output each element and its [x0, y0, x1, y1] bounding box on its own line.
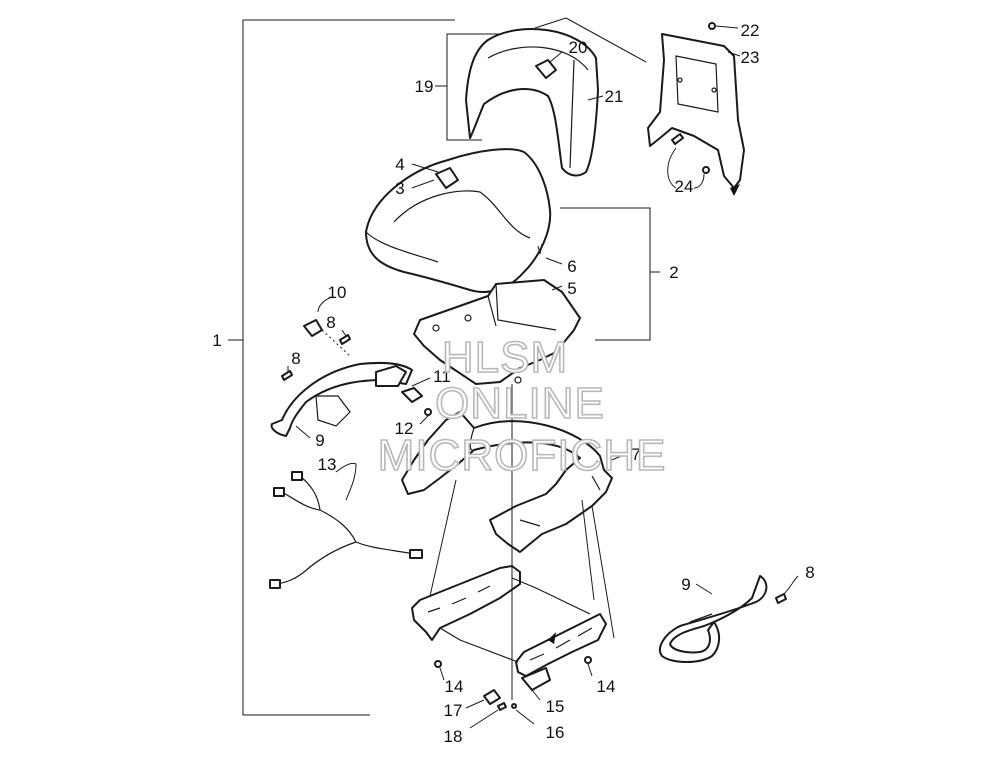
- label-part-10[interactable]: 10: [328, 283, 347, 302]
- emblem-20: [535, 51, 563, 79]
- part-labels: 1 2 3 4 5 6 7 8 8 8 9 9 10 11 12 13 14 1…: [212, 21, 814, 746]
- label-part-5[interactable]: 5: [567, 279, 576, 298]
- slide-rail-assembly: [411, 479, 615, 677]
- screw-8-right: [775, 575, 799, 604]
- label-part-9-left[interactable]: 9: [315, 431, 324, 450]
- label-part-22[interactable]: 22: [741, 21, 760, 40]
- label-part-13[interactable]: 13: [318, 455, 337, 474]
- screw-18: [469, 702, 507, 729]
- label-part-6[interactable]: 6: [567, 257, 576, 276]
- label-part-23[interactable]: 23: [741, 48, 760, 67]
- screw-24: [667, 133, 710, 189]
- seat-frame: [401, 411, 631, 553]
- label-part-2[interactable]: 2: [669, 263, 678, 282]
- wiring-harness: [269, 462, 423, 589]
- label-part-14-left[interactable]: 14: [445, 677, 464, 696]
- label-part-11[interactable]: 11: [433, 367, 451, 386]
- label-part-1[interactable]: 1: [212, 331, 221, 350]
- label-part-18[interactable]: 18: [444, 727, 463, 746]
- watermark-line-1: HLSM: [442, 333, 568, 382]
- label-part-19[interactable]: 19: [415, 77, 434, 96]
- label-part-16[interactable]: 16: [546, 723, 565, 742]
- bracket-assembly-1: [228, 19, 455, 716]
- backrest-bracket: [534, 17, 745, 196]
- backrest-cover: [465, 28, 604, 177]
- label-part-7[interactable]: 7: [631, 445, 640, 464]
- seat-base: [413, 279, 581, 385]
- label-part-20[interactable]: 20: [569, 38, 588, 57]
- label-part-12[interactable]: 12: [395, 419, 414, 438]
- nut-14-left: [434, 660, 445, 681]
- emblem-4: [411, 163, 459, 189]
- screw-8-upper: [339, 329, 351, 345]
- pin-12: [419, 408, 432, 425]
- screw-8-lower: [281, 366, 293, 381]
- bushing-17: [465, 689, 501, 709]
- label-part-8-lower[interactable]: 8: [291, 349, 300, 368]
- bracket-assembly-2: [560, 207, 660, 341]
- label-part-15[interactable]: 15: [546, 697, 565, 716]
- watermark: HLSM ONLINE MICROFICHE: [377, 332, 667, 481]
- label-part-17[interactable]: 17: [444, 701, 463, 720]
- connector-11: [375, 365, 431, 403]
- label-part-4[interactable]: 4: [395, 155, 404, 174]
- screw-22: [708, 22, 739, 30]
- label-part-21[interactable]: 21: [605, 87, 624, 106]
- fastener-6: [537, 243, 563, 265]
- seat-cushion: [365, 148, 552, 293]
- label-part-9-right[interactable]: 9: [681, 575, 690, 594]
- label-part-3[interactable]: 3: [395, 179, 404, 198]
- bracket-part-19: [435, 33, 505, 141]
- watermark-line-2: ONLINE: [435, 379, 605, 428]
- watermark-line-3: MICROFICHE: [378, 431, 667, 480]
- rod-16: [511, 384, 535, 725]
- nut-14-right: [584, 656, 593, 677]
- label-part-14-right[interactable]: 14: [597, 677, 616, 696]
- latch-15: [521, 667, 551, 701]
- clip-10: [303, 297, 351, 357]
- label-part-24[interactable]: 24: [675, 177, 694, 196]
- label-part-8-upper[interactable]: 8: [326, 313, 335, 332]
- grab-handle-right: [659, 575, 768, 663]
- label-part-8-right[interactable]: 8: [805, 563, 814, 582]
